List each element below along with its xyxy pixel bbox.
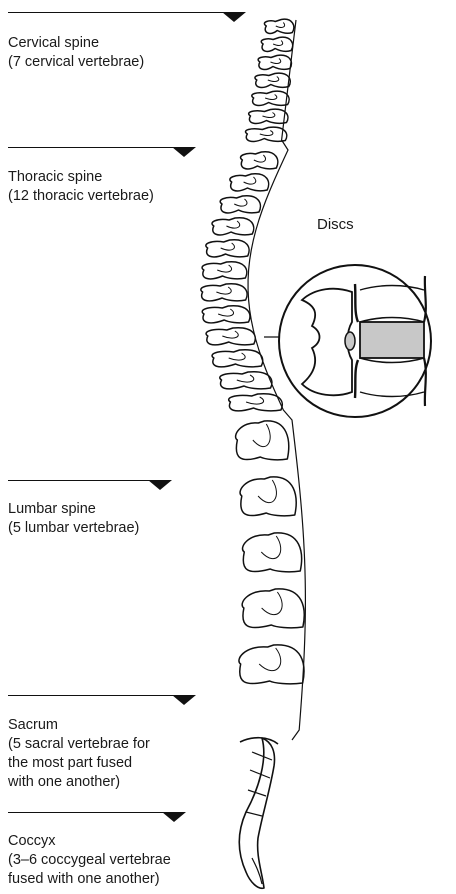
- sacrum-label: Sacrum(5 sacral vertebrae for the most p…: [8, 716, 150, 792]
- cervical-rule-line: [8, 12, 244, 13]
- coccyx-rule-line: [8, 812, 184, 813]
- vertebra-c: [252, 91, 289, 105]
- vertebra-c: [261, 37, 292, 51]
- thoracic-detail: (12 thoracic vertebrae): [8, 187, 154, 206]
- disc-callout-circle: [264, 265, 431, 417]
- coccyx-pointer-icon: [162, 812, 186, 822]
- sacrum-pointer-icon: [172, 695, 196, 705]
- vertebra-c: [249, 109, 288, 123]
- vertebra-c: [255, 73, 290, 87]
- coccyx-title: Coccyx: [8, 832, 171, 851]
- lumbar-detail: (5 lumbar vertebrae): [8, 519, 139, 538]
- coccyx-label: Coccyx(3–6 coccygeal vertebrae fused wit…: [8, 832, 171, 889]
- sacrum-rule-line: [8, 695, 194, 696]
- vertebra-l: [243, 533, 302, 572]
- vertebra-t: [212, 350, 263, 367]
- vertebra-c: [258, 55, 291, 69]
- vertebra-t: [220, 196, 260, 213]
- vertebra-l: [242, 589, 304, 628]
- coccyx-detail: (3–6 coccygeal vertebrae fused with one …: [8, 851, 171, 889]
- vertebra-t: [230, 174, 269, 191]
- discs-label: Discs: [317, 216, 354, 233]
- vertebra-t: [201, 284, 247, 301]
- vertebra-t: [202, 306, 250, 323]
- lumbar-rule-line: [8, 480, 170, 481]
- lumbar-pointer-icon: [148, 480, 172, 490]
- vertebra-c: [246, 127, 287, 141]
- vertebra-l: [239, 645, 304, 684]
- vertebra-l: [240, 477, 296, 516]
- vertebra-t: [241, 152, 278, 169]
- vertebra-t: [220, 372, 272, 389]
- cervical-detail: (7 cervical vertebrae): [8, 53, 144, 72]
- vertebra-t: [212, 218, 254, 235]
- thoracic-label: Thoracic spine(12 thoracic vertebrae): [8, 168, 154, 206]
- cervical-label: Cervical spine(7 cervical vertebrae): [8, 34, 144, 72]
- thoracic-pointer-icon: [172, 147, 196, 157]
- sacrum-detail: (5 sacral vertebrae for the most part fu…: [8, 735, 150, 792]
- vertebra-c: [264, 19, 293, 33]
- vertebra-t: [206, 240, 249, 257]
- sacrum-illustration: [239, 738, 278, 889]
- vertebra-t: [229, 394, 283, 411]
- lumbar-label: Lumbar spine(5 lumbar vertebrae): [8, 500, 139, 538]
- vertebra-l: [236, 421, 289, 460]
- thoracic-title: Thoracic spine: [8, 168, 154, 187]
- vertebra-t: [206, 328, 255, 345]
- vertebra-t: [202, 262, 247, 279]
- cervical-pointer-icon: [222, 12, 246, 22]
- cervical-title: Cervical spine: [8, 34, 144, 53]
- lumbar-title: Lumbar spine: [8, 500, 139, 519]
- sacrum-title: Sacrum: [8, 716, 150, 735]
- thoracic-rule-line: [8, 147, 194, 148]
